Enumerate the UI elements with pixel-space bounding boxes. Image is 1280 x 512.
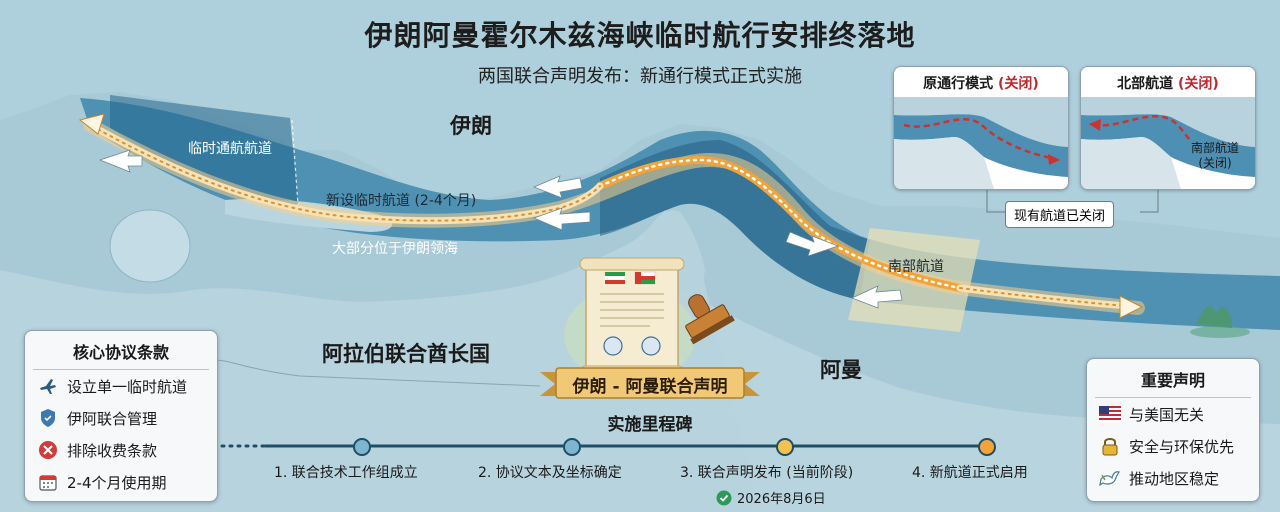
dove-icon (1099, 467, 1121, 489)
calendar-icon (37, 471, 59, 493)
milestone-step-2: 2. 协议文本及坐标确定 (478, 465, 622, 481)
current-date-label: 2026年8月6日 (737, 492, 826, 507)
milestone-dot-1 (353, 438, 371, 456)
current-date: 2026年8月6日 (716, 488, 826, 507)
inset-south-note-line1: 南部航道 (1191, 141, 1240, 155)
lock-icon (1099, 435, 1121, 457)
shield-icon (37, 407, 59, 429)
inset-original-mode: 原通行模式 (关闭) (893, 66, 1069, 190)
declaration-label: 安全与环保优先 (1129, 437, 1235, 456)
declaration-item: 推动地区稳定 (1087, 462, 1259, 494)
core-term-item: 2-4个月使用期 (25, 466, 217, 498)
inset-original-map (894, 67, 1068, 189)
uae-label: 阿拉伯联合酋长国 (322, 342, 490, 366)
temp-channel-label: 临时通航航道 (188, 141, 272, 157)
inset-north-title: 北部航道 (1117, 76, 1174, 92)
joint-statement-banner: 伊朗 - 阿曼联合声明 (572, 377, 728, 397)
inset-north-map (1081, 67, 1255, 189)
core-term-label: 设立单一临时航道 (67, 377, 188, 396)
core-terms-panel: 核心协议条款 设立单一临时航道 伊阿联合管理 排除收费条款 2-4个月使用期 (24, 330, 218, 502)
declaration-panel: 重要声明 与美国无关 安全与环保优先 推动地区稳定 (1086, 358, 1260, 502)
core-term-item: 伊阿联合管理 (25, 402, 217, 434)
milestone-step-1: 1. 联合技术工作组成立 (274, 465, 418, 481)
declaration-item: 与美国无关 (1087, 398, 1259, 430)
inset-original-title: 原通行模式 (923, 76, 994, 92)
south-channel-label: 南部航道 (888, 259, 944, 275)
oman-label: 阿曼 (820, 358, 862, 382)
page-subtitle: 两国联合声明发布：新通行模式正式实施 (478, 66, 802, 87)
declaration-label: 推动地区稳定 (1129, 469, 1220, 488)
plane-icon (37, 375, 59, 397)
milestone-dot-2 (563, 438, 581, 456)
milestone-dot-4 (978, 438, 996, 456)
cancel-icon (37, 439, 59, 461)
declaration-item: 安全与环保优先 (1087, 430, 1259, 462)
milestone-step-3: 3. 联合声明发布 (当前阶段) (680, 465, 854, 481)
us-flag-icon (1099, 403, 1121, 425)
inset-south-note-line2: (关闭) (1198, 156, 1232, 170)
inset-north-channel: 北部航道 (关闭) 南部航道 (关闭) (1080, 66, 1256, 190)
core-term-label: 2-4个月使用期 (67, 473, 167, 492)
page-title: 伊朗阿曼霍尔木兹海峡临时航行安排终落地 (364, 19, 916, 52)
declaration-title: 重要声明 (1095, 359, 1251, 398)
iran-label: 伊朗 (450, 114, 492, 138)
territory-label: 大部分位于伊朗领海 (332, 241, 458, 257)
inset-original-status: (关闭) (998, 76, 1039, 92)
core-terms-title: 核心协议条款 (33, 331, 209, 370)
existing-channels-closed-callout: 现有航道已关闭 (1005, 201, 1115, 228)
check-icon (716, 490, 732, 506)
core-term-label: 伊阿联合管理 (67, 409, 158, 428)
milestone-dot-3 (776, 438, 794, 456)
inset-north-status: (关闭) (1178, 76, 1219, 92)
declaration-label: 与美国无关 (1129, 405, 1205, 424)
core-term-item: 排除收费条款 (25, 434, 217, 466)
core-term-item: 设立单一临时航道 (25, 370, 217, 402)
new-route-label: 新设临时航道 (2-4个月) (326, 193, 477, 209)
core-term-label: 排除收费条款 (67, 441, 158, 460)
inset-south-note: 南部航道 (关闭) (1191, 141, 1239, 171)
milestone-step-4: 4. 新航道正式启用 (912, 465, 1028, 481)
milestones-title: 实施里程碑 (607, 415, 693, 435)
